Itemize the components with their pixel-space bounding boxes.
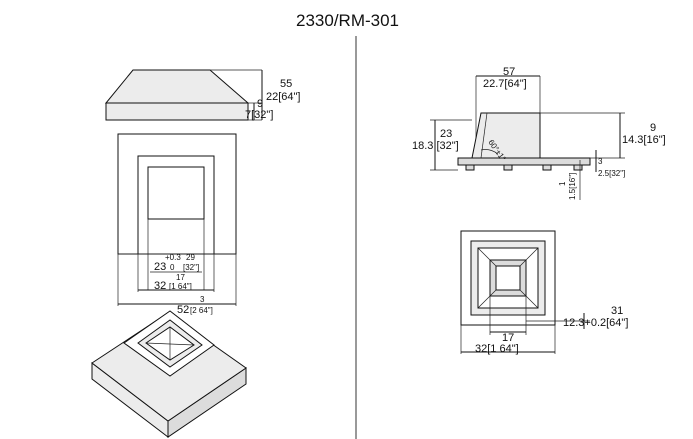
left-bore-frac: [1 64"] (169, 282, 192, 291)
right-width-top-frac: 22.7[64"] (483, 78, 527, 90)
left-lip-frac-label: 7[32"] (245, 109, 273, 121)
right-side-label: 23 (440, 128, 452, 140)
right-width-top-label: 57 (503, 66, 515, 78)
left-height-label: 55 (280, 78, 292, 90)
left-inner-frac-num: 29 (186, 253, 195, 262)
right-plan-w-label: 32[1 64"] (475, 343, 519, 355)
right-side-frac: 18.3 [32"] (412, 140, 459, 152)
right-base-num: 1 (558, 181, 567, 186)
left-bore-label: 32 (154, 280, 166, 292)
right-base-label: 1.5[16"] (568, 173, 577, 200)
right-step-label: 2.5[32"] (598, 169, 625, 178)
right-plan-label: 12.3+0.2[64"] (563, 317, 628, 329)
left-width-num: 3 (200, 295, 205, 304)
left-elevation-view (104, 69, 263, 121)
right-height-label: 14.3[16"] (622, 134, 666, 146)
left-inner-label: 23 (154, 261, 166, 273)
right-side-elevation (430, 75, 625, 200)
right-plan-view (460, 230, 590, 354)
left-width-frac: [2 64"] (190, 306, 213, 315)
drawing-title: 2330/RM-301 (296, 11, 399, 30)
left-width-label: 52 (177, 304, 189, 316)
right-plan-num: 31 (611, 305, 623, 317)
left-bore-num: 17 (176, 273, 185, 282)
left-inner-frac-den: [32"] (183, 263, 199, 272)
left-lip-label: 9 (257, 98, 263, 110)
right-plan-w-num: 17 (502, 332, 514, 344)
left-inner-tol-label: +0.3 (165, 253, 181, 262)
right-step-num: 3 (598, 157, 603, 166)
left-front-view (117, 133, 237, 306)
right-height-num: 9 (650, 122, 656, 134)
left-inner-tol-b: 0 (170, 263, 175, 272)
left-height-frac-label: 22[64"] (266, 91, 301, 103)
left-isometric-view (91, 310, 247, 439)
